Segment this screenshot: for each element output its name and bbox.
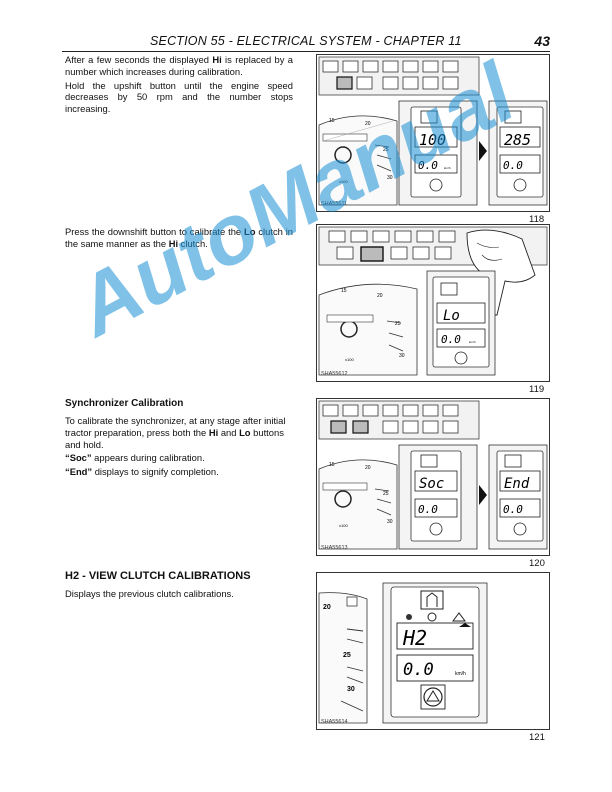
- instrument-panel-illustration: 20 25 30 H2 0.0 km/h: [318, 582, 488, 724]
- synchronizer-text: To calibrate the synchronizer, at any st…: [65, 415, 297, 480]
- bold-term: Lo: [244, 226, 256, 237]
- text-run: clutch in the same manner as the: [65, 226, 294, 249]
- figure-id: SHA55613: [321, 545, 348, 551]
- synchronizer-heading: Synchronizer Calibration: [65, 398, 184, 409]
- figure-id: SHA55614: [321, 719, 348, 725]
- text-run: displays to signify completion.: [92, 466, 219, 478]
- figure-121: 20 25 30 H2 0.0 km/h SHA55614: [316, 572, 550, 730]
- tick-label: x100: [339, 179, 348, 184]
- paragraph: After a few seconds the displayed Hi is …: [65, 54, 293, 78]
- speed-readout: 0.0: [418, 503, 438, 516]
- tick-label: 20: [365, 465, 371, 471]
- tick-label: 15: [329, 118, 335, 124]
- paragraph: “End” displays to signify completion.: [65, 466, 297, 478]
- bold-term: Lo: [239, 426, 251, 438]
- text-run: is replaced by a number which increases …: [65, 54, 293, 77]
- tick-label: 30: [347, 686, 355, 693]
- speed-readout: 0.0: [403, 660, 434, 680]
- lcd-readout: 100: [419, 131, 446, 149]
- instrument-panel-illustration: 15 20 25 30 x100 Lo 0.0 km/h: [318, 226, 548, 376]
- instrument-panel-illustration: 15 20 25 30 x100 Soc 0.0 End 0.0: [318, 400, 548, 550]
- tick-label: x100: [339, 523, 348, 528]
- figure-number: 118: [529, 214, 545, 225]
- tick-label: 15: [341, 288, 347, 294]
- paragraph: Press the downshift button to calibrate …: [65, 226, 293, 250]
- speed-unit: km/h: [469, 340, 476, 344]
- bold-term: “Soc”: [65, 452, 92, 464]
- speed-unit: km/h: [444, 166, 451, 170]
- paragraph: Hold the upshift button until the engine…: [65, 79, 293, 115]
- figure-118: 15 20 25 30 x100 100 0.0 km/h 285 0.0 SH…: [316, 54, 550, 212]
- text-run: and: [218, 426, 240, 438]
- figure-120: 15 20 25 30 x100 Soc 0.0 End 0.0 SHA5561…: [316, 398, 550, 556]
- paragraph: To calibrate the synchronizer, at any st…: [65, 415, 297, 450]
- speed-readout: 0.0: [418, 159, 438, 172]
- speed-readout: 0.0: [503, 503, 523, 516]
- figure-119: 15 20 25 30 x100 Lo 0.0 km/h SHA55612: [316, 224, 550, 382]
- lcd-readout: End: [504, 476, 530, 492]
- tick-label: 25: [383, 147, 389, 153]
- lcd-readout: 285: [504, 131, 531, 149]
- tick-label: 15: [329, 462, 335, 468]
- tick-label: 25: [343, 652, 351, 659]
- header-rule: [62, 51, 550, 52]
- calibration-text-hi: After a few seconds the displayed Hi is …: [65, 54, 293, 117]
- tick-label: 20: [365, 121, 371, 127]
- view-calibrations-text: Displays the previous clutch calibration…: [65, 588, 234, 599]
- bold-term: “End”: [65, 466, 93, 478]
- text-run: Press the downshift button to calibrate …: [65, 226, 245, 237]
- figure-number: 120: [529, 558, 545, 569]
- lcd-readout: Soc: [419, 476, 444, 492]
- tick-label: 30: [387, 175, 393, 181]
- view-calibrations-heading: H2 - VIEW CLUTCH CALIBRATIONS: [65, 570, 251, 582]
- page-header: SECTION 55 - ELECTRICAL SYSTEM - CHAPTER…: [150, 33, 550, 52]
- tick-label: x100: [345, 357, 354, 362]
- instrument-panel-illustration: 15 20 25 30 x100 100 0.0 km/h 285 0.0: [318, 56, 548, 206]
- calibration-text-lo: Press the downshift button to calibrate …: [65, 226, 293, 252]
- figure-id: SHA55611: [321, 201, 348, 207]
- text-run: buttons and hold.: [65, 426, 284, 450]
- bold-term: Hi: [212, 54, 222, 65]
- text-run: clutch.: [178, 237, 208, 249]
- tick-label: 30: [387, 519, 393, 525]
- tick-label: 20: [323, 604, 331, 611]
- text-run: To calibrate the synchronizer, at any st…: [65, 415, 286, 438]
- text-run: appears during calibration.: [91, 452, 205, 464]
- tick-label: 25: [383, 491, 389, 497]
- page-number: 43: [534, 33, 550, 49]
- lcd-readout: Lo: [443, 308, 460, 324]
- tick-label: 30: [399, 353, 405, 359]
- bold-term: Hi: [168, 237, 179, 249]
- speed-readout: 0.0: [503, 159, 523, 172]
- text-run: After a few seconds the displayed: [65, 54, 213, 65]
- tick-label: 20: [377, 293, 383, 299]
- speed-unit: km/h: [455, 671, 466, 677]
- speed-readout: 0.0: [441, 333, 461, 346]
- figure-number: 121: [529, 732, 545, 743]
- section-title: SECTION 55 - ELECTRICAL SYSTEM - CHAPTER…: [150, 34, 462, 48]
- paragraph: “Soc” appears during calibration.: [65, 452, 297, 464]
- figure-number: 119: [529, 384, 545, 395]
- figure-id: SHA55612: [321, 371, 348, 377]
- bold-term: Hi: [208, 426, 219, 438]
- tick-label: 25: [395, 321, 401, 327]
- lcd-readout: H2: [402, 626, 427, 650]
